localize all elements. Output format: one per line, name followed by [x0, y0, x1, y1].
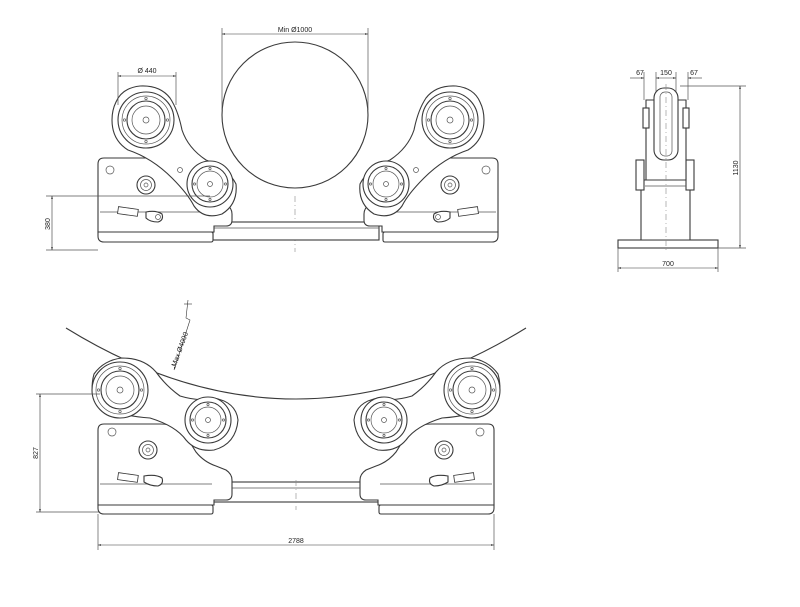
height-bottom-label: 827 — [33, 447, 40, 459]
bottom-left-roller-unit — [92, 358, 238, 514]
side-height-label: 1130 — [733, 160, 740, 175]
bottom-right-roller-unit — [354, 358, 500, 514]
side-right-label: 67 — [690, 70, 698, 77]
right-roller-unit — [360, 86, 498, 242]
side-view: 67 150 67 1130 700 — [617, 70, 746, 272]
left-roller-unit — [98, 86, 236, 242]
side-left-label: 67 — [636, 70, 644, 77]
side-width-label: 700 — [662, 261, 674, 268]
height-top-label: 380 — [45, 218, 52, 230]
overall-length-label: 2788 — [288, 538, 304, 545]
vessel-circle — [221, 41, 369, 189]
wheel-diameter-label: Ø 440 — [137, 68, 156, 75]
max-diameter-label: Max Ø4000 — [171, 331, 190, 367]
min-diameter-label: Min Ø1000 — [278, 27, 312, 34]
side-mid-label: 150 — [660, 70, 672, 77]
top-view: Min Ø1000 Ø 440 380 — [45, 27, 498, 252]
bottom-view: Max Ø4000 827 2788 — [33, 299, 527, 550]
